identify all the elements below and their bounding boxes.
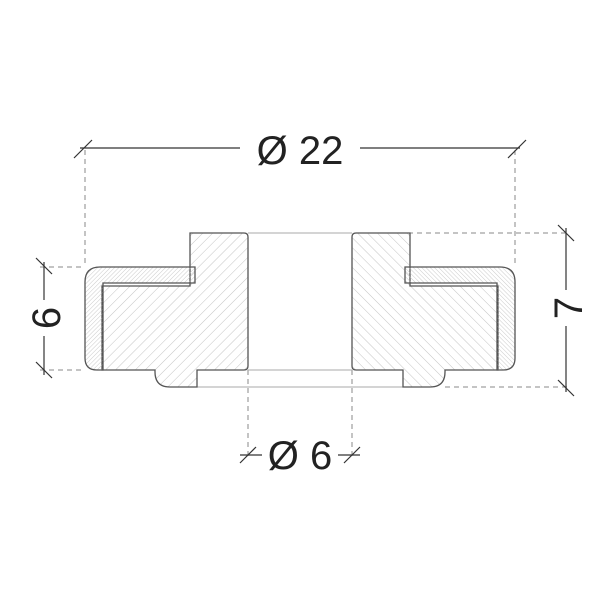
shell-height-label: 6 [25,307,69,329]
outer-diameter-label: Ø 22 [257,129,344,173]
inner-diameter-label: Ø 6 [268,434,332,478]
total-height-label: 7 [547,297,591,319]
extension-lines [40,150,570,460]
